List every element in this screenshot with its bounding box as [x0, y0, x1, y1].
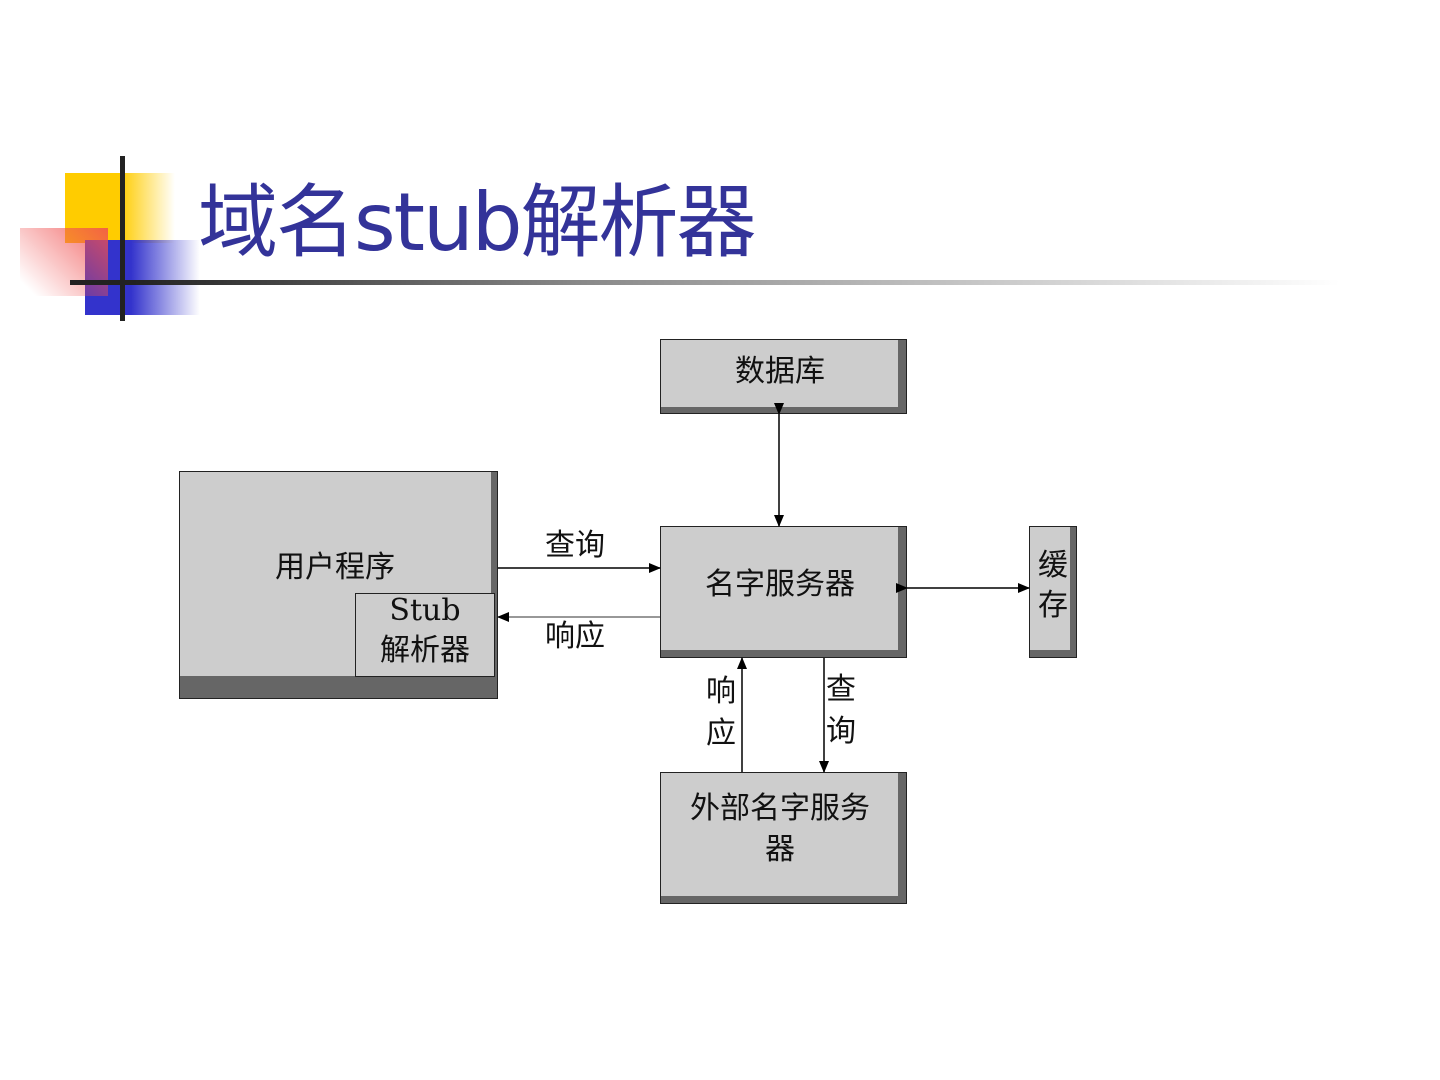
external-response-label-2: 应 — [706, 716, 736, 751]
vertical-line — [120, 156, 125, 321]
title-underline — [70, 280, 1340, 285]
response-label: 响应 — [545, 619, 605, 654]
user-program-label: 用户程序 — [275, 550, 395, 585]
page-title: 域名stub解析器 — [198, 176, 757, 269]
name-server-label: 名字服务器 — [705, 567, 855, 602]
external-query-label-1: 查 — [826, 672, 856, 707]
cache-label-1: 缓 — [1038, 548, 1068, 583]
external-response-label-1: 响 — [706, 674, 736, 709]
logo-decoration — [0, 150, 200, 330]
database-label: 数据库 — [735, 354, 825, 389]
stub-resolver-label-2: 解析器 — [380, 633, 470, 668]
stub-resolver-box — [355, 593, 495, 677]
cache-label-2: 存 — [1038, 588, 1068, 623]
cache-box — [1029, 526, 1077, 658]
external-name-server-box — [660, 772, 907, 904]
stub-resolver-label-1: Stub — [389, 593, 461, 628]
query-label: 查询 — [545, 528, 605, 563]
external-name-server-label-2: 器 — [765, 832, 795, 867]
external-name-server-label-1: 外部名字服务 — [690, 791, 870, 826]
external-query-label-2: 询 — [826, 714, 856, 749]
